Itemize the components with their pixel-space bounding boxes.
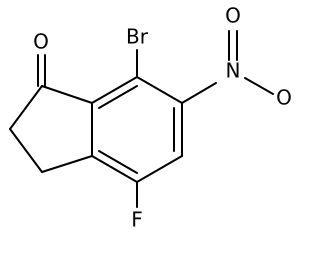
atom-oxygen-nitro-upper: O xyxy=(225,4,241,28)
atom-fluorine: F xyxy=(131,208,143,232)
bond-c7-c6 xyxy=(136,76,183,104)
atom-oxygen-ketone: O xyxy=(33,30,49,54)
structure-canvas: O Br N O O F xyxy=(9,4,292,232)
bond-c6-n xyxy=(181,82,217,104)
bond-c7a-c7 xyxy=(91,76,138,104)
bond-c5-c4 xyxy=(136,155,183,183)
molecule-diagram: O Br N O O F xyxy=(9,4,292,232)
atom-nitrogen: N xyxy=(226,59,241,83)
bond-c2-c3 xyxy=(9,128,43,173)
bond-c4-c3a xyxy=(91,155,138,183)
bond-c7a-c1 xyxy=(41,85,93,104)
bond-c3-c3a xyxy=(41,155,93,173)
bond-c4-c3a-inner xyxy=(98,150,138,174)
atom-oxygen-nitro-lower: O xyxy=(276,86,292,110)
bond-c1-c2 xyxy=(9,85,43,130)
bond-c7a-c7-inner xyxy=(98,85,138,109)
atom-bromine: Br xyxy=(126,25,149,49)
bond-n-o-lower xyxy=(244,77,274,95)
